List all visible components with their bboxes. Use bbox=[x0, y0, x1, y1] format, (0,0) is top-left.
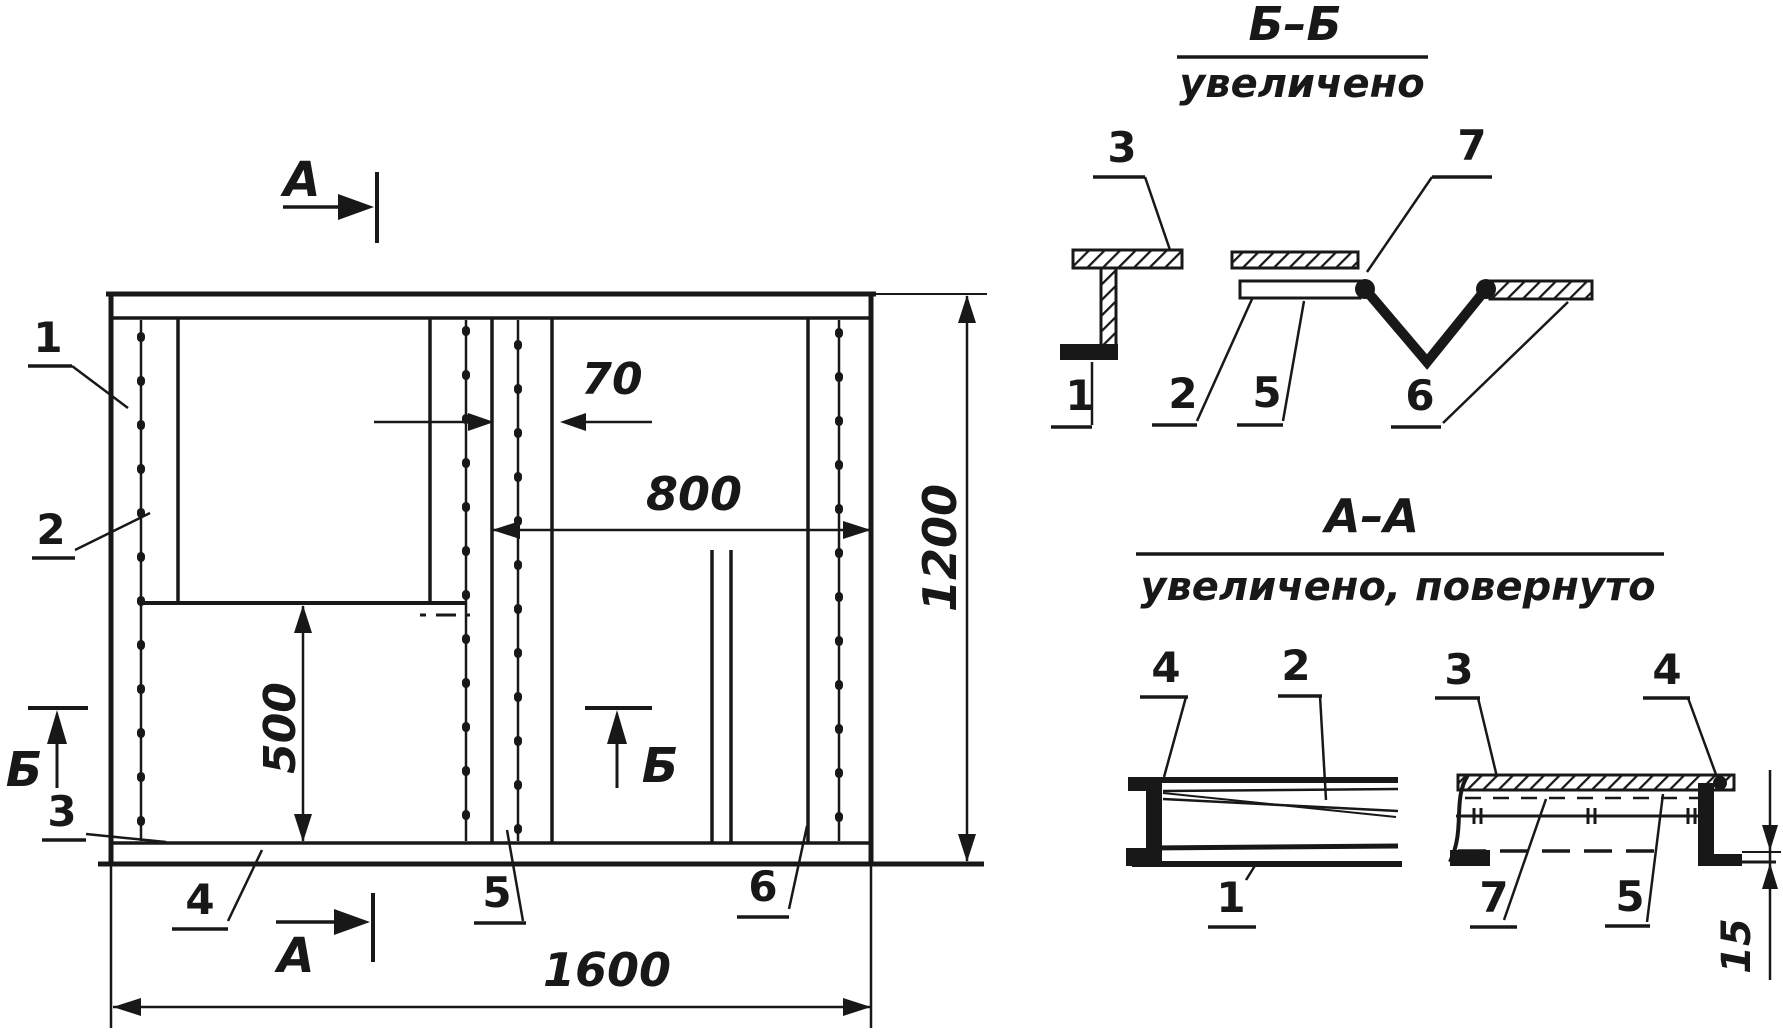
v-link bbox=[1361, 285, 1490, 370]
bb-label-7: 7 bbox=[1365, 121, 1492, 273]
stitch-weld-seams bbox=[137, 320, 843, 845]
svg-text:2: 2 bbox=[1281, 641, 1310, 690]
section-mark-a-top: А bbox=[279, 152, 379, 243]
aa-subtitle: увеличено, повернуто bbox=[1140, 564, 1655, 610]
dim-panel-text: 500 bbox=[255, 682, 306, 774]
bb-title: Б–Б bbox=[1248, 0, 1341, 51]
aa-label-3: 3 bbox=[1435, 645, 1499, 778]
svg-text:3: 3 bbox=[1444, 645, 1473, 694]
aa-label-4-left: 4 bbox=[1140, 643, 1188, 778]
bb-label-5: 5 bbox=[1237, 300, 1306, 427]
svg-text:4: 4 bbox=[1652, 645, 1681, 694]
part-label-5: 5 bbox=[474, 829, 526, 925]
section-letter-b: Б bbox=[642, 738, 679, 794]
svg-text:1: 1 bbox=[1065, 371, 1094, 420]
section-mark-b-middle: Б bbox=[585, 706, 679, 794]
part-label-1: 1 bbox=[28, 313, 129, 409]
aa-label-1: 1 bbox=[1208, 863, 1258, 929]
dim-gap-text: 70 bbox=[581, 354, 642, 405]
dim-flange-text: 15 bbox=[1714, 918, 1760, 974]
aa-label-7: 7 bbox=[1470, 798, 1548, 929]
main-view: 70 800 500 1200 bbox=[6, 152, 987, 1028]
aa-label-4-right: 4 bbox=[1643, 645, 1720, 781]
part-label-4: 4 bbox=[172, 849, 264, 931]
svg-text:2: 2 bbox=[1168, 369, 1197, 418]
bb-label-1: 1 bbox=[1051, 362, 1095, 429]
bb-label-6: 6 bbox=[1391, 301, 1569, 429]
dim-gap-70: 70 bbox=[374, 354, 652, 431]
aa-left-beam bbox=[1126, 777, 1402, 867]
aa-label-2: 2 bbox=[1278, 641, 1328, 801]
svg-text:7: 7 bbox=[1457, 121, 1486, 170]
svg-text:5: 5 bbox=[1615, 872, 1644, 921]
part-label-6: 6 bbox=[737, 825, 809, 919]
section-bb: Б–Б увеличено 3 7 1 bbox=[1051, 0, 1594, 429]
section-aa: А–А увеличено, повернуто bbox=[1126, 489, 1781, 980]
dim-flange-15: 15 bbox=[1714, 770, 1781, 980]
dim-height-1200: 1200 bbox=[913, 295, 976, 862]
bolt-dot-left bbox=[1150, 778, 1162, 790]
svg-text:5: 5 bbox=[482, 868, 511, 917]
svg-text:2: 2 bbox=[36, 505, 65, 554]
svg-text:4: 4 bbox=[185, 875, 214, 924]
part-label-2: 2 bbox=[32, 505, 151, 560]
section-mark-a-bottom: А bbox=[273, 893, 375, 984]
svg-text:1: 1 bbox=[33, 313, 62, 362]
frame-members bbox=[141, 318, 733, 843]
svg-text:3: 3 bbox=[47, 787, 76, 836]
section-letter-b: Б bbox=[6, 742, 43, 798]
section-letter-a: А bbox=[279, 152, 320, 208]
part-label-3: 3 bbox=[42, 787, 167, 844]
bb-label-3: 3 bbox=[1093, 123, 1172, 251]
svg-text:4: 4 bbox=[1151, 643, 1180, 692]
bb-subtitle: увеличено bbox=[1179, 61, 1425, 107]
bb-label-2: 2 bbox=[1152, 298, 1254, 427]
section-mark-b-left: Б bbox=[6, 706, 88, 798]
section-letter-a: А bbox=[273, 928, 314, 984]
bolt-dot-right bbox=[1713, 776, 1727, 790]
svg-text:6: 6 bbox=[748, 862, 777, 911]
bb-channel-upright bbox=[1060, 248, 1184, 360]
dim-opening-800: 800 bbox=[492, 467, 871, 539]
svg-text:3: 3 bbox=[1107, 123, 1136, 172]
dim-height-text: 1200 bbox=[913, 484, 967, 612]
aa-label-5: 5 bbox=[1605, 793, 1665, 928]
dim-panel-500: 500 bbox=[255, 605, 312, 842]
dim-width-1600: 1600 bbox=[109, 866, 873, 1028]
aa-title: А–А bbox=[1322, 489, 1419, 543]
bb-hinge-assembly bbox=[1230, 250, 1594, 370]
dim-opening-text: 800 bbox=[646, 467, 742, 521]
dim-width-text: 1600 bbox=[543, 943, 671, 997]
svg-text:5: 5 bbox=[1252, 368, 1281, 417]
svg-text:7: 7 bbox=[1479, 873, 1508, 922]
svg-text:1: 1 bbox=[1216, 873, 1245, 922]
svg-text:6: 6 bbox=[1405, 371, 1434, 420]
